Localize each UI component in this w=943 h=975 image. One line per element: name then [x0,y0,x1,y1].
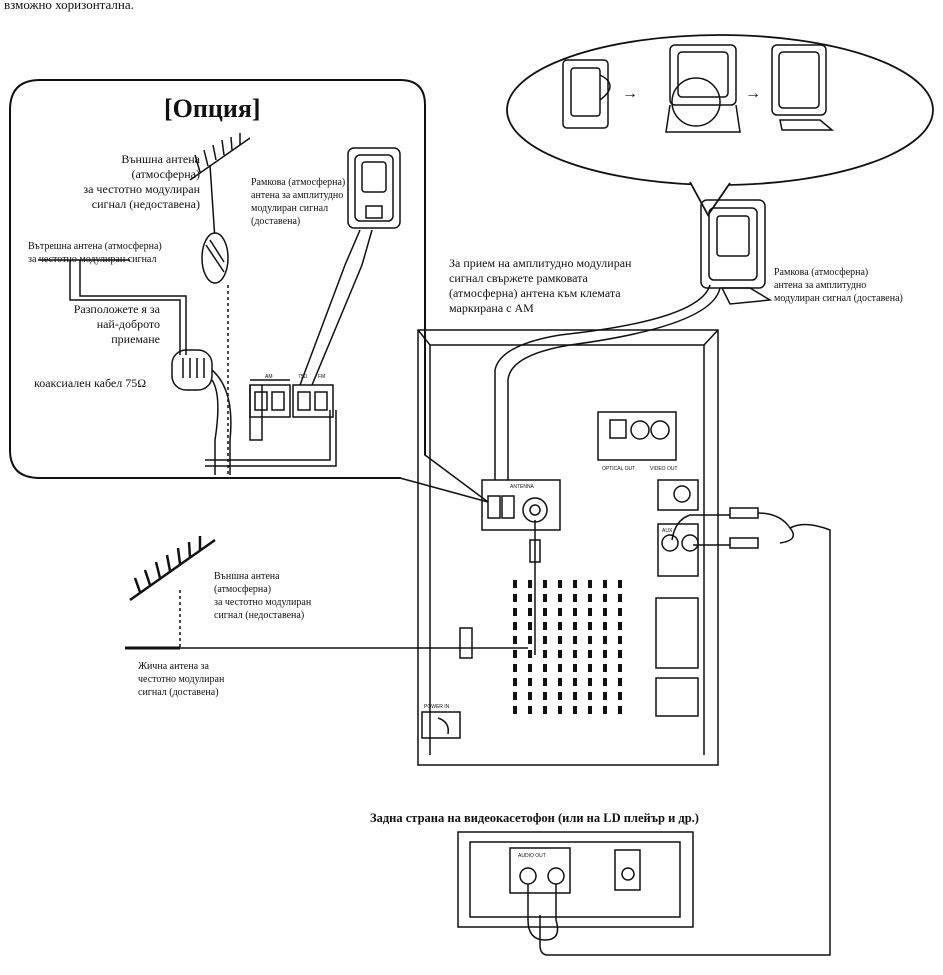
svg-text:→: → [622,85,638,102]
aux-cable [539,507,831,956]
vcr-back-panel [457,831,694,941]
label-position-best: Разположете я за най-доброто приемане [73,302,160,346]
terminal-block-option [249,379,334,418]
terminal-am-label: AM [265,374,273,380]
panel-optical-label: OPTICAL OUT [602,466,635,472]
option-callout-tail [399,454,489,503]
outdoor-antenna-option [189,133,251,241]
outdoor-antenna-main [125,536,216,650]
svg-text:→: → [745,85,761,102]
option-title: [Опция] [164,94,261,123]
terminal-75-label: 75Ω [298,374,308,380]
panel-antenna-label: ANTENNA [510,484,535,490]
loop-antenna-main [494,199,773,480]
loop-antenna-option [249,147,401,441]
vcr-audio-out-label: AUDIO OUT [518,853,546,859]
label-am-instruction: За прием на амплитудно модулиран сигнал … [449,256,632,315]
panel-power-label: POWER IN [424,704,450,710]
speaker-grille [513,580,622,720]
label-wire-fm: Жична антена за честотно модулиран сигна… [138,661,225,698]
coax-adapter-option [171,349,337,475]
loop-assembly-steps: → → [562,44,835,133]
panel-aux-label: AUX [662,528,673,534]
label-indoor-fm-option: Вътрешна антена (атмосферна) за честотно… [28,241,162,265]
label-outdoor-fm-option: Външна антена (атмосферна) за честотно м… [83,152,200,211]
label-loop-am-option: Рамкова (атмосферна) антена за амплитудн… [251,177,346,227]
label-coax: коаксиален кабел 75Ω [34,376,147,390]
top-cutoff-text: взможно хоризонтална. [4,0,134,12]
terminal-fm-label: FM [318,374,325,380]
label-loop-am-right: Рамкова (атмосферна) антена за амплитудн… [774,267,903,304]
indoor-t-antenna-option [38,259,187,355]
label-outdoor-fm-main: Външна антена (атмосферна) за честотно м… [214,571,312,621]
receiver-unit [417,329,719,766]
vcr-title: Задна страна на видеокасетофон (или на L… [370,811,699,825]
panel-video-label: VIDEO OUT [650,466,678,472]
